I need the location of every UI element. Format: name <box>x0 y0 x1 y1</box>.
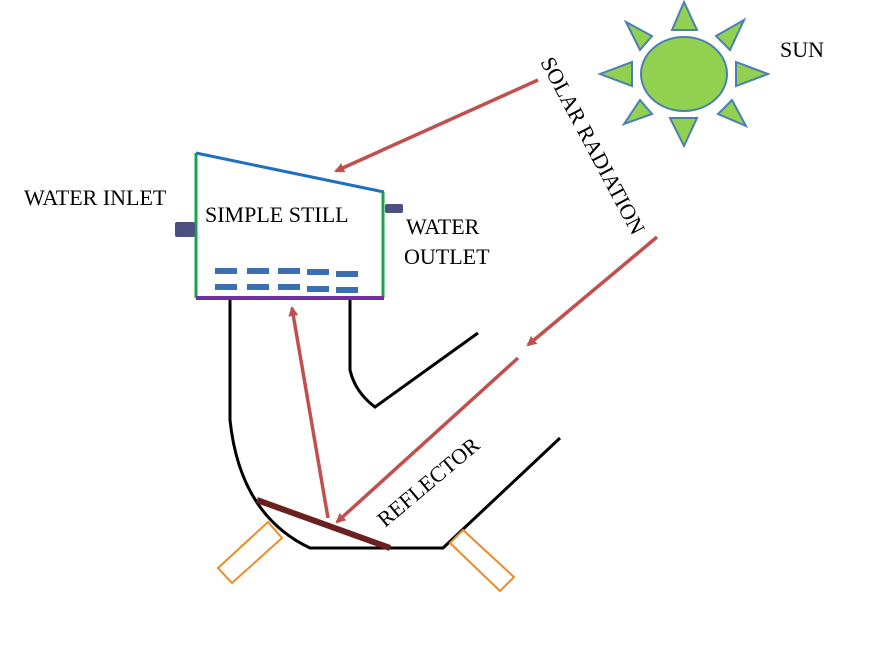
right-support <box>448 528 516 593</box>
water-bar <box>247 284 269 290</box>
sun-ray <box>735 60 771 88</box>
water-bar <box>215 284 237 290</box>
water-bar <box>336 271 358 277</box>
left-support <box>216 520 284 585</box>
simple-still <box>175 151 403 300</box>
water-outlet-label-line1: WATER <box>406 214 480 239</box>
water-bar <box>278 268 300 274</box>
sun-icon <box>597 0 771 149</box>
collector-outer-curve <box>228 300 562 550</box>
water-bar <box>215 268 237 274</box>
simple-still-label: SIMPLE STILL <box>205 202 349 227</box>
sun-ray <box>623 19 654 52</box>
water-bar <box>336 287 358 293</box>
collector-outline <box>228 300 562 550</box>
water-outlet-port <box>385 204 403 213</box>
basin-water <box>215 268 358 293</box>
water-bar <box>247 268 269 274</box>
radiation-arrow-to-reflector <box>335 356 520 524</box>
collector-supports <box>216 520 516 593</box>
sun-ray <box>597 60 633 88</box>
reflector-label: REFLECTOR <box>372 432 484 532</box>
water-outlet-label-line2: OUTLET <box>404 244 490 269</box>
water-bar <box>278 284 300 290</box>
sun-ray <box>621 98 654 126</box>
sun-ray <box>716 98 749 129</box>
solar-radiation-label: SOLAR RADIATION <box>536 53 651 239</box>
water-bar <box>307 286 329 292</box>
water-inlet-port <box>175 222 195 237</box>
sun-ray <box>668 117 699 149</box>
still-glass-cover <box>195 151 385 194</box>
sun-ray <box>714 17 747 52</box>
radiation-arrows <box>288 78 659 524</box>
water-bar <box>307 269 329 275</box>
reflected-arrow-to-basin <box>288 306 330 519</box>
water-inlet-label: WATER INLET <box>24 185 167 210</box>
collector-inner-curve <box>348 300 479 409</box>
sun-disc <box>640 36 728 112</box>
reflector-plate <box>255 497 392 551</box>
sun-ray <box>670 0 699 31</box>
radiation-arrow-to-collector <box>526 235 659 347</box>
radiation-arrow-to-cover <box>334 78 539 173</box>
sun-label: SUN <box>780 37 824 62</box>
